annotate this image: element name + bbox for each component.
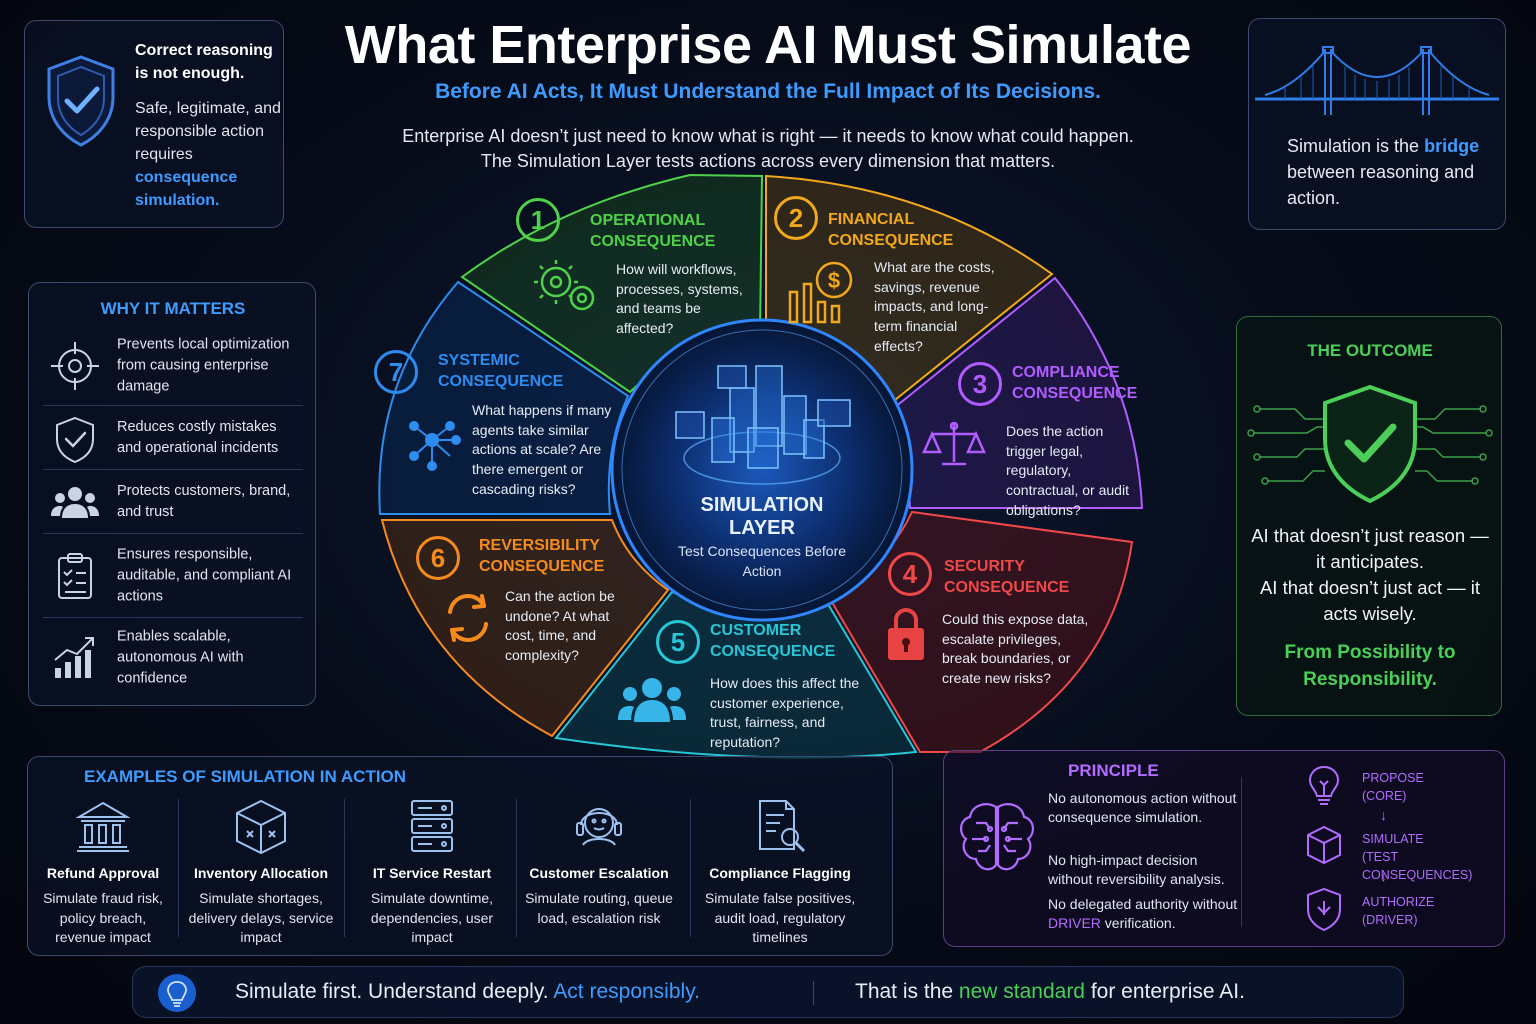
segment-desc-systemic: What happens if many agents take similar… xyxy=(472,402,612,497)
examples-heading: EXAMPLES OF SIMULATION IN ACTION xyxy=(84,767,407,786)
scales-icon xyxy=(922,421,986,466)
brain-icon xyxy=(960,803,1034,871)
why-it-matters-heading: WHY IT MATTERS xyxy=(100,299,246,318)
segment-desc-financial: What are the costs, savings, revenue imp… xyxy=(874,259,995,354)
example-item: Inventory Allocation Simulate shortages,… xyxy=(186,797,336,947)
example-item: Customer Escalation Simulate routing, qu… xyxy=(522,797,676,947)
segment-systemic xyxy=(378,280,630,515)
examples-panel: EXAMPLES OF SIMULATION IN ACTION Refund … xyxy=(27,756,893,956)
outcome-line-1: AI that doesn’t just reason — it anticip… xyxy=(1251,525,1489,572)
intro-text: Enterprise AI doesn’t just need to know … xyxy=(402,126,1134,171)
page-title: What Enterprise AI Must Simulate xyxy=(344,15,1192,75)
outcome-heading: THE OUTCOME xyxy=(1307,341,1433,360)
outcome-tagline: From Possibility to Responsibility. xyxy=(1284,642,1456,690)
bottom-banner: Simulate first. Understand deeply. Act r… xyxy=(132,966,1404,1018)
step-propose: PROPOSE (CORE) xyxy=(1362,771,1424,803)
example-item: Compliance Flagging Simulate false posit… xyxy=(696,797,864,947)
segment-number-5: 5 xyxy=(656,620,700,664)
example-item: Refund Approval Simulate fraud risk, pol… xyxy=(34,797,172,947)
arrow-down-icon: ↓ xyxy=(1380,868,1387,884)
bridge-icon xyxy=(1255,46,1499,115)
simulation-layer-core xyxy=(610,318,914,622)
segment-title-financial: FINANCIAL CONSEQUENCE xyxy=(828,211,954,249)
headset-icon xyxy=(576,808,622,846)
segment-number-2: 2 xyxy=(774,196,818,240)
refresh-icon xyxy=(448,594,488,642)
principle-rule-3: No delegated authority without DRIVER ve… xyxy=(1048,896,1238,931)
segment-desc-compliance: Does the action trigger legal, regulator… xyxy=(1006,423,1129,518)
segment-title-customer: CUSTOMER CONSEQUENCE xyxy=(710,622,836,660)
shield-icon xyxy=(1307,887,1341,932)
shield-check-icon xyxy=(47,55,115,147)
segment-number-6: 6 xyxy=(416,536,460,580)
growth-chart-icon xyxy=(54,636,94,678)
bank-icon xyxy=(75,801,131,852)
list-item: Enables scalable, autonomous AI with con… xyxy=(43,617,303,697)
segment-title-reversibility: REVERSIBILITY CONSEQUENCE xyxy=(479,537,605,575)
network-icon xyxy=(409,421,461,471)
segment-title-security: SECURITY CONSEQUENCE xyxy=(944,558,1070,596)
segment-desc-operational: How will workflows, processes, systems, … xyxy=(616,261,743,337)
people-icon xyxy=(618,678,686,722)
correct-reasoning-text: Safe, legitimate, and responsible action… xyxy=(135,100,281,163)
target-icon xyxy=(51,342,99,390)
correct-reasoning-panel: Correct reasoning is not enough. Safe, l… xyxy=(24,20,284,228)
server-icon xyxy=(411,800,453,852)
principle-rule-2: No high-impact decision without reversib… xyxy=(1048,852,1225,887)
arrow-down-icon: ↓ xyxy=(1380,807,1387,823)
shield-check-icon xyxy=(1247,384,1493,504)
segment-title-operational: OPERATIONAL CONSEQUENCE xyxy=(590,212,716,250)
bridge-panel: Simulation is the bridge between reasoni… xyxy=(1248,18,1506,230)
segment-number-1: 1 xyxy=(516,198,560,242)
step-simulate: SIMULATE (TEST CONSEQUENCES) xyxy=(1362,832,1473,882)
principle-rule-1: No autonomous action without consequence… xyxy=(1048,790,1237,825)
cube-icon xyxy=(1307,825,1341,865)
list-item: Protects customers, brand, and trust xyxy=(43,469,303,533)
lightbulb-icon xyxy=(1308,765,1340,805)
padlock-icon xyxy=(888,608,924,660)
principle-panel: PRINCIPLE No autonomous action without c… xyxy=(943,750,1505,947)
example-item: IT Service Restart Simulate downtime, de… xyxy=(352,797,512,947)
clipboard-icon xyxy=(58,552,92,599)
lightbulb-icon xyxy=(158,974,196,1012)
page-subtitle: Before AI Acts, It Must Understand the F… xyxy=(435,80,1101,103)
document-search-icon xyxy=(759,800,806,853)
outcome-line-2: AI that doesn’t just act — it acts wisel… xyxy=(1259,577,1481,624)
list-item: Ensures responsible, auditable, and comp… xyxy=(43,533,303,617)
simulation-layer-subtitle: Test Consequences Before Action xyxy=(677,543,847,579)
list-item: Reduces costly mistakes and operational … xyxy=(43,405,303,469)
segment-desc-customer: How does this affect the customer experi… xyxy=(710,675,860,751)
banner-right-text: That is the new standard for enterprise … xyxy=(855,980,1245,1003)
simulation-layer-title: SIMULATION LAYER xyxy=(700,494,824,539)
why-it-matters-panel: WHY IT MATTERS Prevents local optimizati… xyxy=(28,282,316,706)
bridge-text: Simulation is the bridge between reasoni… xyxy=(1287,136,1480,208)
step-authorize: AUTHORIZE (DRIVER) xyxy=(1362,895,1435,927)
outcome-panel: THE OUTCOME AI that doesn’t just reason … xyxy=(1236,316,1502,716)
segment-desc-security: Could this expose data, escalate privile… xyxy=(942,611,1089,687)
segment-reversibility xyxy=(380,519,670,738)
segment-number-7: 7 xyxy=(374,350,418,394)
correct-reasoning-highlight: consequence simulation. xyxy=(135,169,238,209)
shield-check-icon xyxy=(56,416,94,463)
box-icon xyxy=(236,799,286,855)
svg-text:$: $ xyxy=(828,268,840,293)
dollar-chart-icon: $ xyxy=(788,261,853,324)
data-blocks-icon xyxy=(675,365,851,469)
segment-number-4: 4 xyxy=(888,552,932,596)
gears-icon xyxy=(534,260,595,311)
correct-reasoning-heading: Correct reasoning is not enough. xyxy=(135,42,273,82)
banner-left-text: Simulate first. Understand deeply. Act r… xyxy=(235,980,700,1003)
principle-heading: PRINCIPLE xyxy=(1068,761,1159,780)
segment-title-compliance: COMPLIANCE CONSEQUENCE xyxy=(1012,364,1138,402)
people-icon xyxy=(51,486,99,518)
segment-title-systemic: SYSTEMIC CONSEQUENCE xyxy=(438,352,564,390)
list-item: Prevents local optimization from causing… xyxy=(43,327,303,405)
segment-desc-reversibility: Can the action be undone? At what cost, … xyxy=(505,588,615,664)
segment-number-3: 3 xyxy=(958,362,1002,406)
